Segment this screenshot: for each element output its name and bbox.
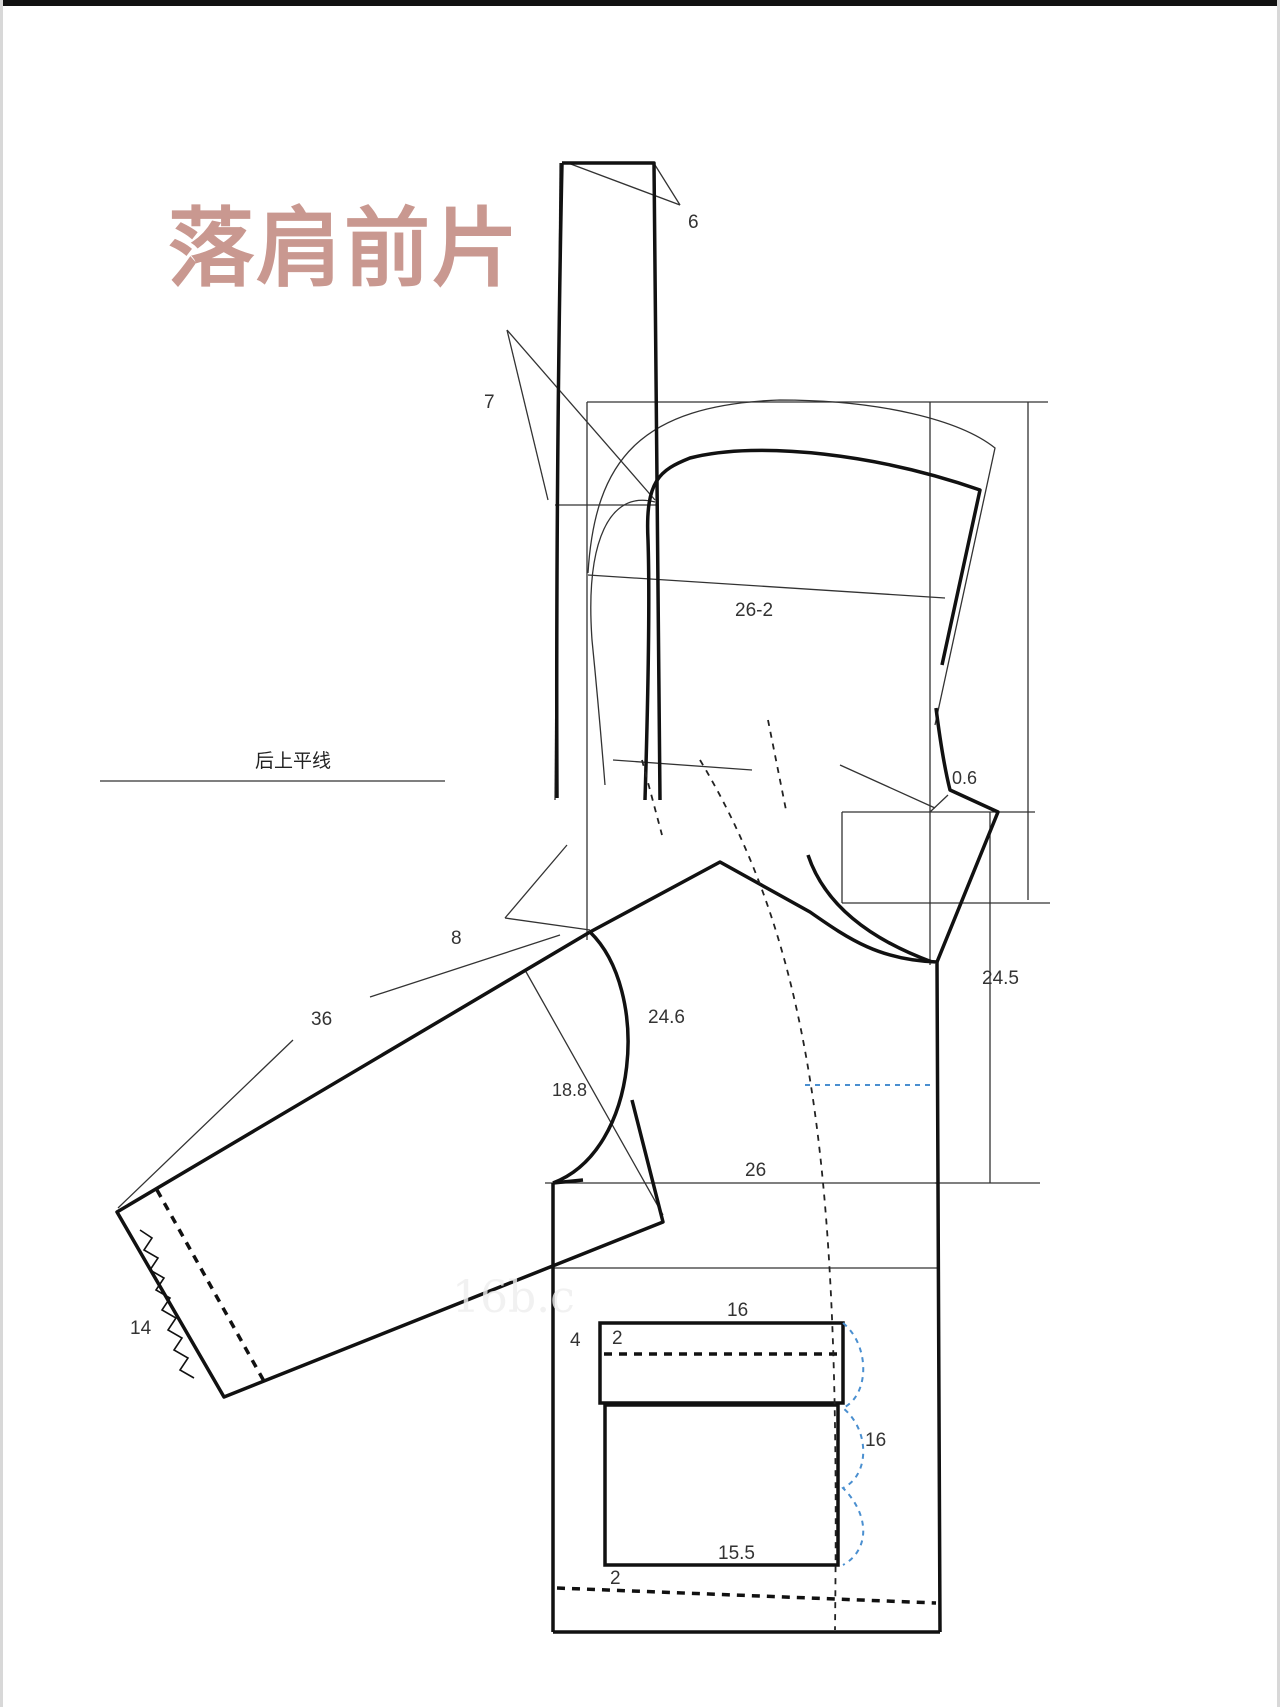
dim-pocket-height: 16 (865, 1430, 887, 1451)
pocket-outline (598, 1321, 845, 1567)
page-title: 落肩前片 (168, 199, 520, 299)
dim-cuff-width: 14 (130, 1318, 152, 1339)
construction-lines (100, 162, 1050, 1269)
dim-armhole-curve: 24.6 (648, 1007, 685, 1028)
stitch-lines (155, 1189, 937, 1605)
cuff-zigzag (139, 1229, 195, 1379)
dim-sleeve-length: 36 (311, 1009, 333, 1030)
guide-dashed-lines (641, 719, 837, 1631)
dim-shoulder-width: 26-2 (735, 600, 774, 621)
back-line-label: 后上平线 (255, 750, 332, 772)
watermark: 16b.c (452, 1272, 575, 1323)
dim-chest-width: 26 (745, 1160, 767, 1181)
dim-collar-width: 6 (688, 212, 699, 233)
dim-pocket-flap-left: 4 (570, 1330, 581, 1351)
dim-armhole-depth: 24.5 (982, 968, 1019, 989)
dim-sleeve-cap: 18.8 (552, 1080, 588, 1100)
left-frame-border (0, 0, 3, 1707)
front-piece-outline (115, 161, 1000, 1634)
dim-shoulder-drop: 0.6 (952, 768, 978, 788)
dim-neck-offset: 7 (484, 392, 495, 413)
right-frame-border (1277, 0, 1280, 1707)
top-frame-border (0, 0, 1280, 6)
pocket-gusset-guides (805, 1084, 935, 1566)
dim-pocket-flap-depth: 2 (612, 1328, 623, 1349)
dim-shoulder-slope: 8 (451, 928, 462, 949)
dim-pocket-top-width: 16 (727, 1300, 749, 1321)
dim-pocket-bottom-width: 15.5 (718, 1543, 755, 1564)
dim-hem-allowance: 2 (610, 1568, 621, 1589)
